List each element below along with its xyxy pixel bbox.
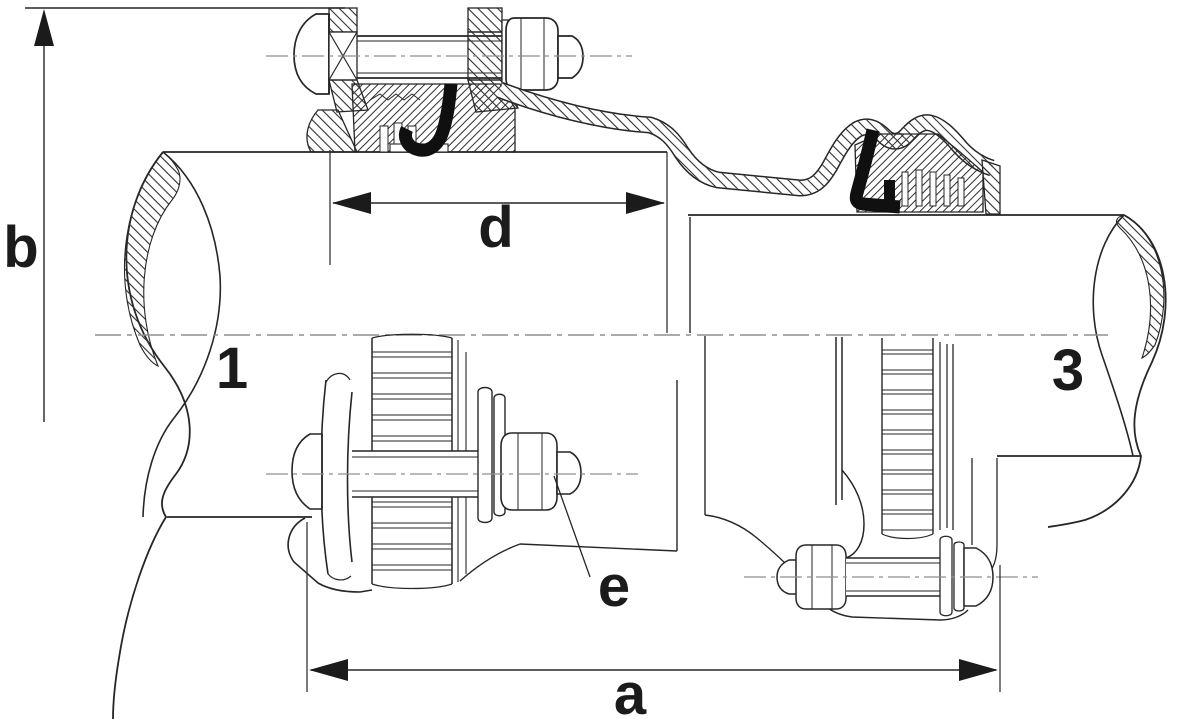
bolt-centerlines <box>266 55 1038 578</box>
upper-left-clamp <box>306 83 516 157</box>
pipe-label-3: 3 <box>1052 338 1084 403</box>
gasket-left-body <box>351 83 516 153</box>
big-end-lower-edge <box>519 543 678 552</box>
dimension-d: d <box>329 150 665 265</box>
ll-lug-plate-2 <box>346 391 353 563</box>
lr-boundary-plates <box>939 342 948 530</box>
top-left-lug-cap <box>328 7 358 33</box>
leader-line-e <box>553 475 591 578</box>
pipe-left-break-wall-hatch <box>123 151 181 368</box>
pipe-label-1: 1 <box>216 336 248 401</box>
dimension-b: b <box>3 7 345 422</box>
lr-washer-1 <box>939 535 953 617</box>
pipe-right-break-inner <box>1092 214 1134 457</box>
lr-lug-hook <box>841 469 865 559</box>
pipe-left-break-inner <box>142 151 222 518</box>
pipe-right-break-outer <box>1047 214 1167 528</box>
top-right-lug-cap <box>467 7 503 33</box>
top-bolt-head <box>293 13 330 95</box>
sheet-end-flange <box>981 159 1001 215</box>
seal-right-l <box>849 128 901 214</box>
seal-left-j <box>398 83 458 157</box>
upper-right-clamp <box>849 128 984 214</box>
dimension-label-a: a <box>614 662 647 719</box>
ll-bolt-head <box>291 433 323 510</box>
dimension-a: a <box>306 522 1001 719</box>
dimension-label-d: d <box>478 195 513 260</box>
top-bolt-tip <box>557 35 584 79</box>
pipe-right <box>688 214 1167 528</box>
arrow-d-right <box>626 192 665 214</box>
coupling-mid-faces <box>459 217 789 582</box>
callout-e: e <box>553 475 630 619</box>
lr-washer-2 <box>953 541 965 612</box>
lr-ribbed-band <box>881 338 934 540</box>
housing-left-wedge <box>306 109 359 153</box>
arrow-a-left <box>309 659 348 681</box>
lower-left-clamp <box>287 333 582 593</box>
pipe-right-break-wall-hatch <box>1115 214 1165 360</box>
ll-washer-1 <box>477 386 493 524</box>
seal-right-notch <box>884 180 895 202</box>
dimension-label-b: b <box>3 215 38 280</box>
ll-bolt-tip <box>556 451 582 495</box>
lower-contour-left <box>459 543 521 582</box>
dimension-label-e: e <box>598 554 630 619</box>
ll-flange <box>287 517 373 593</box>
lower-contour-right <box>704 514 789 567</box>
arrow-d-left <box>332 192 371 214</box>
ll-nut <box>500 432 558 511</box>
top-bolt-nut <box>505 17 559 91</box>
reducer-sheet <box>497 82 1001 215</box>
gasket-left-lip-profile <box>369 93 421 101</box>
arrow-b-up <box>34 9 54 46</box>
arrow-a-right <box>959 659 998 681</box>
